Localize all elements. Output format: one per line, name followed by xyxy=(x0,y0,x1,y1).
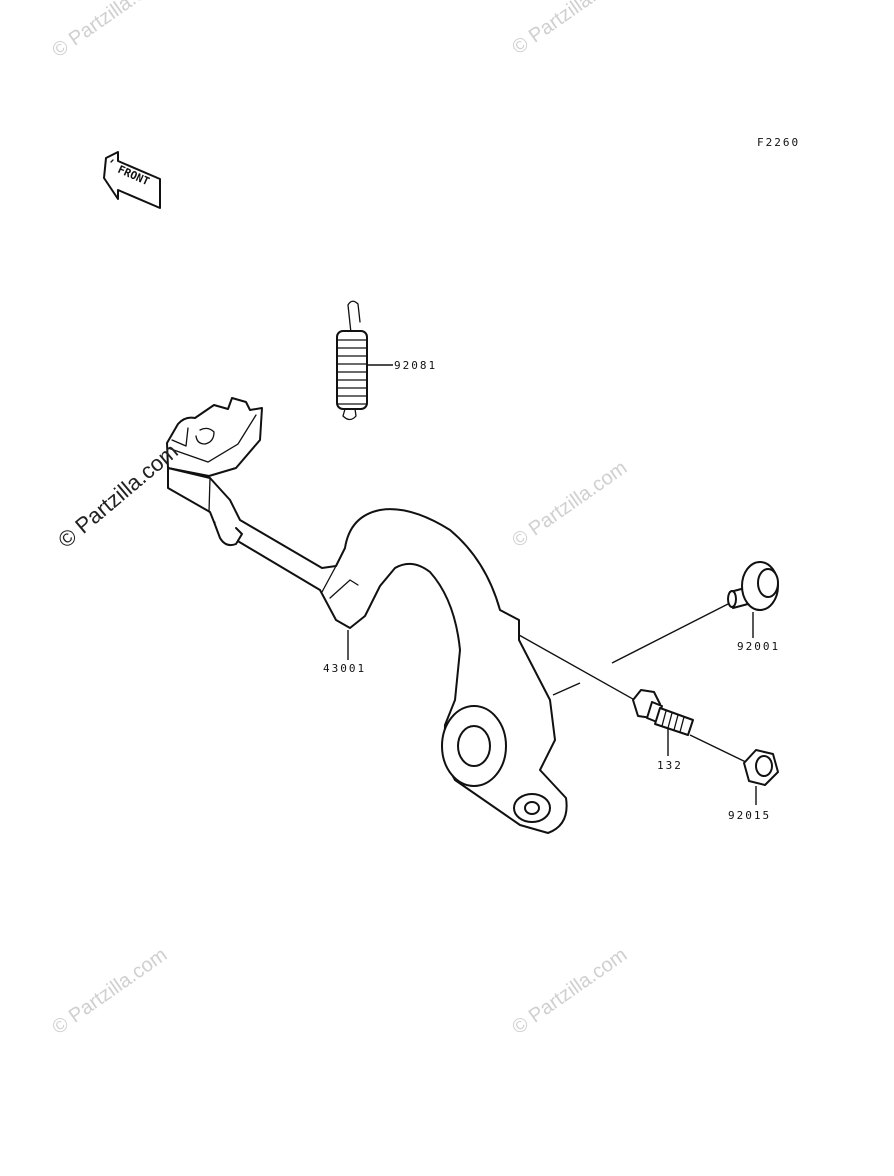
assembly-line-bolt xyxy=(518,634,641,704)
svg-text:© Partzilla.com: © Partzilla.com xyxy=(508,457,631,552)
watermark-bottom-right: © Partzilla.com xyxy=(508,944,631,1039)
front-arrow-icon: FRONT xyxy=(103,151,161,209)
watermark-top-left: © Partzilla.com xyxy=(48,0,171,62)
part-number-92015: 92015 xyxy=(728,809,771,822)
watermark-middle-right: © Partzilla.com xyxy=(508,457,631,552)
svg-text:© Partzilla.com: © Partzilla.com xyxy=(48,0,171,62)
washer-92001: 92001 xyxy=(727,561,780,653)
svg-text:© Partzilla.com: © Partzilla.com xyxy=(48,944,171,1039)
assembly-line-nut xyxy=(689,734,753,766)
watermark-overlay: © Partzilla.com xyxy=(53,438,183,552)
brake-pedal-43001: 43001 xyxy=(166,397,568,834)
part-number-132: 132 xyxy=(657,759,683,772)
watermark-bottom-left: © Partzilla.com xyxy=(48,944,171,1039)
spring-92081: 92081 xyxy=(336,300,437,421)
part-number-92081: 92081 xyxy=(394,359,437,372)
svg-text:© Partzilla.com: © Partzilla.com xyxy=(508,944,631,1039)
watermark-top-right: © Partzilla.com xyxy=(508,0,631,59)
bolt-132: 132 xyxy=(632,689,694,772)
svg-text:© Partzilla.com: © Partzilla.com xyxy=(53,438,183,552)
diagram-code: F2260 xyxy=(757,136,800,149)
svg-text:© Partzilla.com: © Partzilla.com xyxy=(508,0,631,59)
nut-92015: 92015 xyxy=(728,749,779,822)
part-number-92001: 92001 xyxy=(737,640,780,653)
assembly-line-washer xyxy=(611,603,729,664)
part-number-43001: 43001 xyxy=(323,662,366,675)
assembly-line-washer-lower xyxy=(552,682,581,696)
